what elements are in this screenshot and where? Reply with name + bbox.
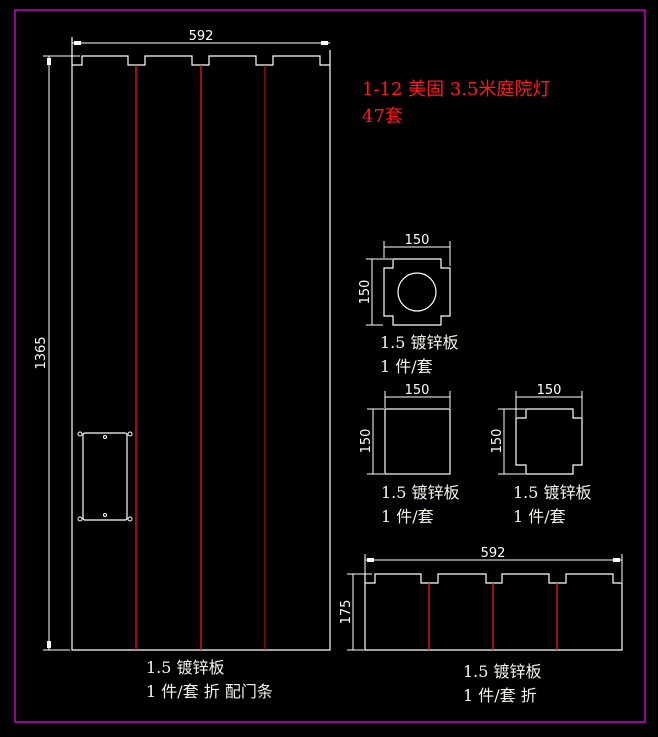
height-dim-text: 150 bbox=[359, 429, 374, 454]
notched-plate-label-2: 1 件/套 bbox=[513, 507, 566, 526]
door-window-cutout bbox=[77, 431, 133, 522]
title-line-1: 1-12 美固 3.5米庭院灯 bbox=[362, 79, 551, 100]
round-hole bbox=[397, 272, 437, 312]
width-dimension: 592 bbox=[72, 29, 330, 45]
width-dim-text: 150 bbox=[537, 383, 562, 398]
door-panel-label-1: 1.5 镀锌板 bbox=[146, 658, 225, 677]
width-dim-text: 592 bbox=[481, 546, 506, 561]
square-plate-label-2: 1 件/套 bbox=[381, 507, 434, 526]
notched-plate-label-1: 1.5 镀锌板 bbox=[513, 483, 592, 502]
bottom-panel-label-1: 1.5 镀锌板 bbox=[463, 662, 542, 681]
width-dim-text: 592 bbox=[189, 29, 214, 44]
door-panel: 592 1365 1.5 镀锌板 1 件/套 折 配门条 bbox=[34, 29, 331, 701]
square-plate: 150 150 1.5 镀锌板 1 件/套 bbox=[359, 383, 460, 526]
top-plate-label-1: 1.5 镀锌板 bbox=[380, 333, 459, 352]
height-dim-text: 175 bbox=[339, 600, 354, 625]
square-plate-label-1: 1.5 镀锌板 bbox=[381, 483, 460, 502]
height-dim-text: 1365 bbox=[34, 336, 49, 369]
sheet-frame bbox=[14, 9, 646, 723]
notched-plate: 150 150 1.5 镀锌板 1 件/套 bbox=[490, 383, 592, 526]
width-dim-text: 150 bbox=[405, 383, 430, 398]
height-dim-text: 150 bbox=[358, 280, 373, 305]
height-dimension: 1365 bbox=[34, 55, 80, 651]
bottom-panel-label-2: 1 件/套 折 bbox=[463, 686, 537, 705]
height-dim-text: 150 bbox=[490, 429, 505, 454]
top-plate: 150 150 1.5 镀锌板 1 件/套 bbox=[358, 233, 459, 376]
door-panel-label-2: 1 件/套 折 配门条 bbox=[146, 682, 273, 701]
width-dim-text: 150 bbox=[405, 233, 430, 248]
bottom-panel: 592 175 1.5 镀锌板 1 件/套 折 bbox=[339, 546, 623, 705]
top-plate-label-2: 1 件/套 bbox=[380, 357, 433, 376]
title-line-2: 47套 bbox=[362, 106, 403, 127]
